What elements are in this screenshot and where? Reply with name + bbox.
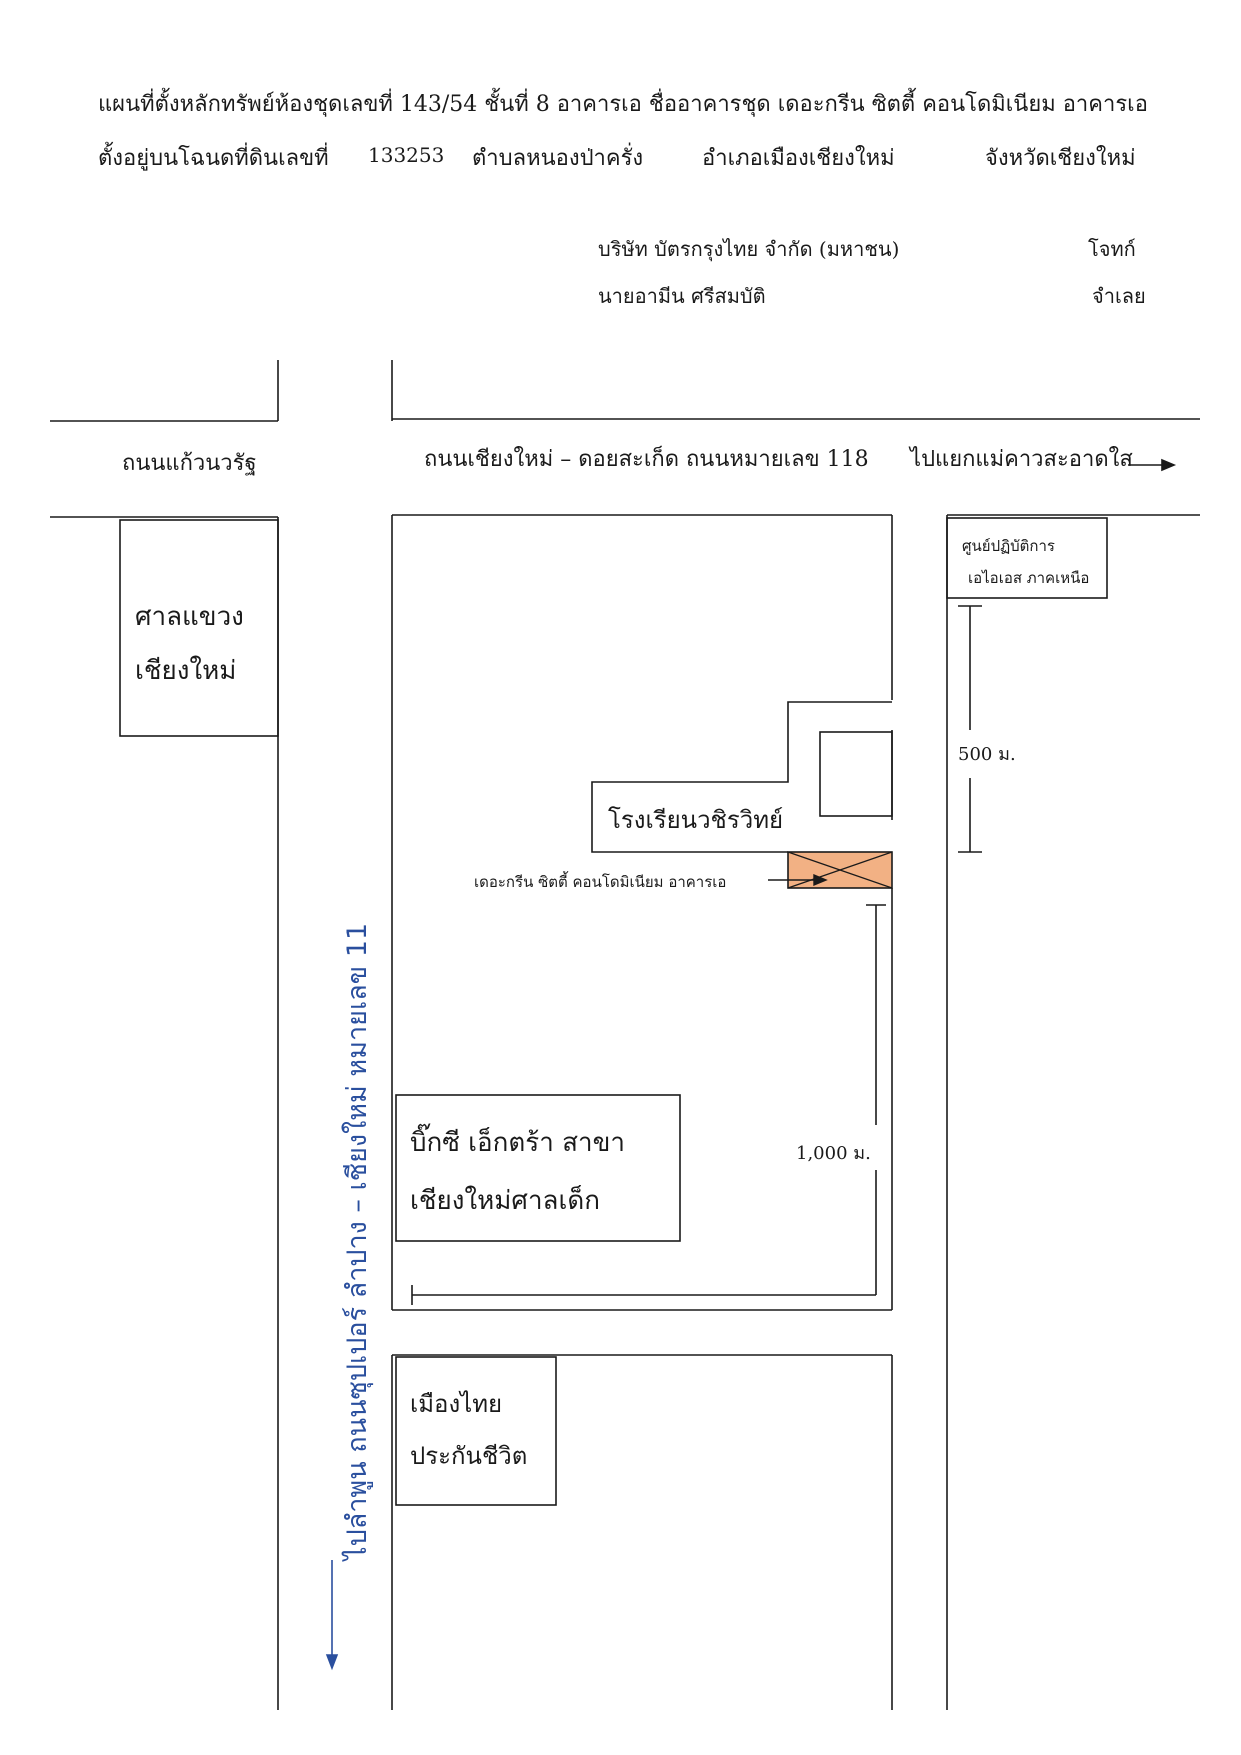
ais-box [946, 517, 1108, 599]
distance-500m-label: 500 ม. [958, 744, 1016, 765]
plaintiff-name: บริษัท บัตรกรุงไทย จำกัด (มหาชน) [598, 237, 900, 261]
condo-marker [787, 851, 893, 889]
bigc-label-line1: บิ๊กซี เอ็กตร้า สาขา [410, 1128, 625, 1158]
road-label-kaeo-nawarat: ถนนแก้วนวรัฐ [122, 451, 257, 476]
ais-label-line1: ศูนย์ปฏิบัติการ [962, 537, 1055, 555]
muang-thai-label-line1: เมืองไทย [410, 1390, 503, 1418]
muang-thai-label-line2: ประกันชีวิต [410, 1442, 528, 1470]
ais-label-line2: เอไอเอส ภาคเหนือ [968, 569, 1090, 587]
school-outline [591, 701, 892, 853]
court-label-line2: เชียงใหม่ [135, 656, 237, 686]
school-label: โรงเรียนวชิรวิทย์ [608, 806, 784, 834]
direction-arrow-east [1128, 458, 1177, 472]
condo-label: เดอะกรีน ซิตตี้ คอนโดมิเนียม อาคารเอ [474, 873, 727, 891]
road-label-chiangmai-doisaket: ถนนเชียงใหม่ – ดอยสะเก็ด ถนนหมายเลข 118 [424, 447, 869, 472]
defendant-name: นายอามีน ศรีสมบัติ [598, 284, 766, 308]
header-district: อำเภอเมืองเชียงใหม่ [702, 146, 895, 171]
court-label-line1: ศาลแขวง [135, 602, 244, 632]
condo-leader-arrow [768, 873, 828, 887]
header-deed-number: 133253 [368, 143, 445, 167]
muang-thai-box [395, 1356, 557, 1506]
road-label-direction: ไปแยกแม่คาวสะอาดใส [910, 447, 1133, 472]
header-title-line: แผนที่ตั้งหลักทรัพย์ห้องชุดเลขที่ 143/54… [98, 92, 1148, 117]
plaintiff-role: โจทก์ [1088, 237, 1136, 261]
header-province: จังหวัดเชียงใหม่ [985, 146, 1136, 171]
direction-arrow-south [325, 1560, 339, 1671]
school-building [819, 731, 893, 817]
court-box [119, 519, 279, 737]
distance-1000m-label: 1,000 ม. [796, 1143, 871, 1164]
header-subdistrict: ตำบลหนองป่าครั่ง [472, 146, 644, 171]
handwritten-highway-label: ไปลำพูน ถนนซุปเปอร์ ลำปาง – เชียงใหม่ หม… [342, 922, 373, 1560]
defendant-role: จำเลย [1092, 284, 1146, 308]
bigc-box [395, 1094, 681, 1242]
bigc-label-line2: เชียงใหม่ศาลเด็ก [410, 1186, 600, 1216]
header-deed-prefix: ตั้งอยู่บนโฉนดที่ดินเลขที่ [98, 146, 329, 171]
